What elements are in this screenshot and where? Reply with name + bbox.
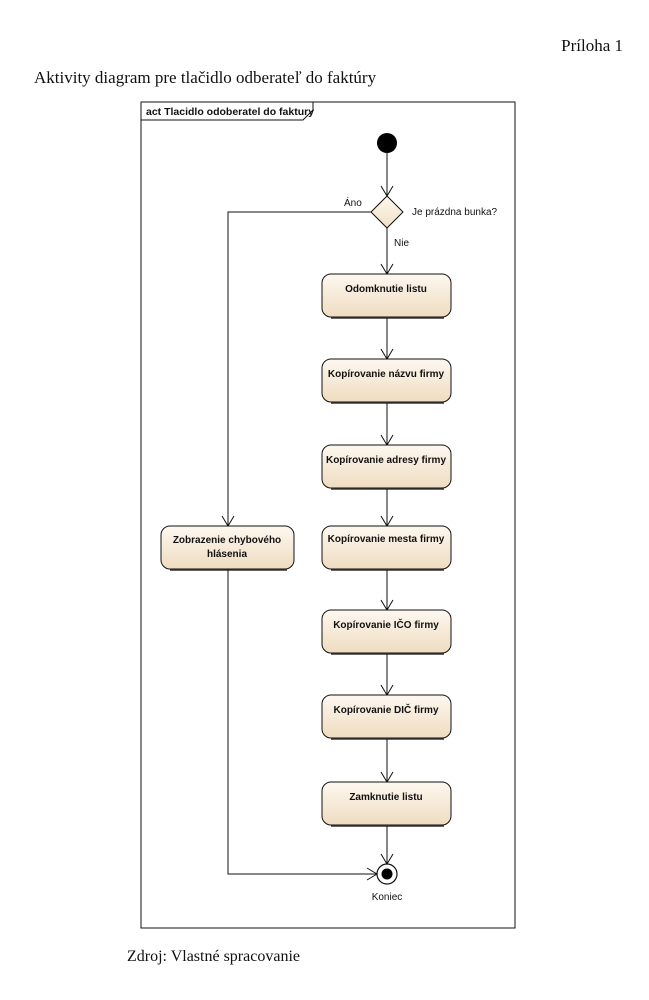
document-title: Aktivity diagram pre tlačidlo odberateľ … [34, 68, 377, 87]
flow-no-to-unlock [380, 228, 394, 275]
action-copy-company-name: Kopírovanie názvu firmy [321, 358, 452, 404]
action-copy-company-ico: Kopírovanie IČO firmy [321, 609, 452, 655]
action-label: Kopírovanie mesta firmy [328, 534, 445, 545]
frame-label: act Tlacidlo odoberatel do faktury [146, 106, 314, 118]
error-action-label-line1: Zobrazenie chybového [173, 535, 281, 546]
flow-copy-ico-to-copy-dic [380, 654, 394, 696]
action-copy-company-city: Kopírovanie mesta firmy [321, 525, 452, 571]
flow-copy-name-to-copy-address [380, 403, 394, 446]
decision-node [370, 195, 404, 229]
flow-lock-to-final [380, 826, 394, 865]
appendix-label: Príloha 1 [561, 36, 623, 55]
action-label: Kopírovanie DIČ firmy [333, 703, 438, 716]
error-action-label-line2: hlásenia [207, 549, 247, 560]
action-copy-company-dic: Kopírovanie DIČ firmy [321, 694, 452, 740]
no-guard-label: Nie [394, 238, 409, 249]
action-lock-sheet: Zamknutie listu [321, 781, 452, 827]
flow-copy-city-to-copy-ico [380, 570, 394, 611]
flow-unlock-to-copy-name [380, 318, 394, 360]
action-label: Kopírovanie adresy firmy [326, 455, 446, 466]
action-label: Kopírovanie IČO firmy [333, 618, 439, 631]
action-copy-company-address: Kopírovanie adresy firmy [321, 444, 452, 490]
action-label: Kopírovanie názvu firmy [328, 369, 445, 380]
flow-copy-address-to-copy-city [380, 489, 394, 527]
yes-guard-label: Áno [344, 196, 362, 209]
final-node [376, 863, 398, 885]
flow-initial-to-decision [380, 153, 394, 197]
final-node-label: Koniec [372, 892, 403, 903]
source-note: Zdroj: Vlastné spracovanie [127, 948, 300, 965]
initial-node [377, 133, 397, 153]
flow-copy-dic-to-lock [380, 739, 394, 783]
decision-question: Je prázdna bunka? [412, 207, 498, 218]
action-unlock-sheet: Odomknutie listu [321, 273, 452, 319]
action-label: Odomknutie listu [345, 284, 427, 295]
action-show-error-message: Zobrazenie chybového hlásenia [160, 525, 295, 571]
diagram-frame [140, 101, 516, 929]
action-label: Zamknutie listu [349, 792, 422, 803]
frame-label-tab [141, 102, 314, 121]
